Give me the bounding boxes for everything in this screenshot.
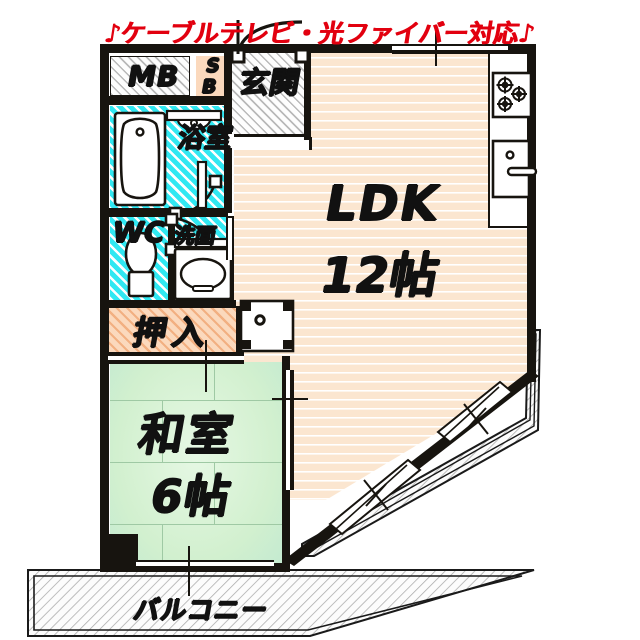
tatami-seam [110,462,282,463]
washitsu-balcony-door [136,560,274,570]
wall-mb-bottom [104,96,228,105]
washroom-door [228,134,234,148]
toilet-icon [124,231,158,298]
label-washitsu-size: 6帖 [146,470,237,523]
wall-top [104,44,536,53]
tatami-seam [214,362,215,400]
label-bath: 浴室 [175,123,235,154]
genkan-step-shadow [232,137,312,150]
room-genkan [232,52,308,136]
promo-banner-text: ♪ケーブルテレビ・光ファイバー対応♪ [102,19,538,48]
wall-right [527,44,536,382]
wall-washitsu-notch [104,534,138,568]
room-closet [108,306,236,354]
bathtub-icon [113,111,167,207]
shower-head-icon [165,109,223,131]
genkan-step [232,134,308,137]
tatami-seam [110,400,282,401]
kitchen-sink-icon [491,139,538,199]
entry-door-swing-icon [230,20,310,64]
washitsu-right-mullion [272,398,308,400]
label-sb-b: B [200,76,219,98]
closet-sliding-doors [108,354,244,364]
label-sb-s: S [204,55,222,77]
wall-left [100,44,109,572]
room-washitsu [110,362,282,568]
label-balcony: バルコニー [130,596,271,626]
washbasin-icon [173,247,233,301]
tatami-seam [110,524,282,525]
ldk-balcony-sliding-windows [300,360,550,580]
tatami-seam [162,524,163,568]
room-balcony [24,556,640,640]
label-closet: 押入 [130,313,215,352]
label-washitsu: 和室 [134,408,240,461]
wall-genkan-right [304,48,311,140]
room-sb [196,56,224,100]
ldk-window-mullion [435,30,437,66]
washroom-right-door [226,218,234,260]
wall-wc-bottom [104,300,236,308]
room-mb [110,56,190,96]
gas-stove-icon [491,71,533,119]
bath-counter-icon [196,160,208,210]
wall-wc-right [168,216,175,302]
room-ldk [104,48,536,568]
tatami-seam [214,462,215,524]
label-washroom: 洗面 [171,224,218,248]
ldk-top-window [392,44,508,54]
wall-bath-bottom [104,208,228,217]
tatami-seam [162,400,163,462]
closet-door-mullion [205,340,207,392]
washing-machine-pan-icon [239,299,295,353]
washitsu-ldk-sliding-door [284,370,294,490]
label-ldk-size: 12帖 [316,248,444,304]
label-mb: MB [125,60,183,93]
washitsu-door-mullion [188,546,190,596]
label-genkan: 玄関 [236,66,303,101]
label-ldk: LDK [321,176,445,232]
label-wc: WC [110,216,168,249]
wall-wet-right [224,105,232,213]
genkan-frame-line [228,48,231,152]
